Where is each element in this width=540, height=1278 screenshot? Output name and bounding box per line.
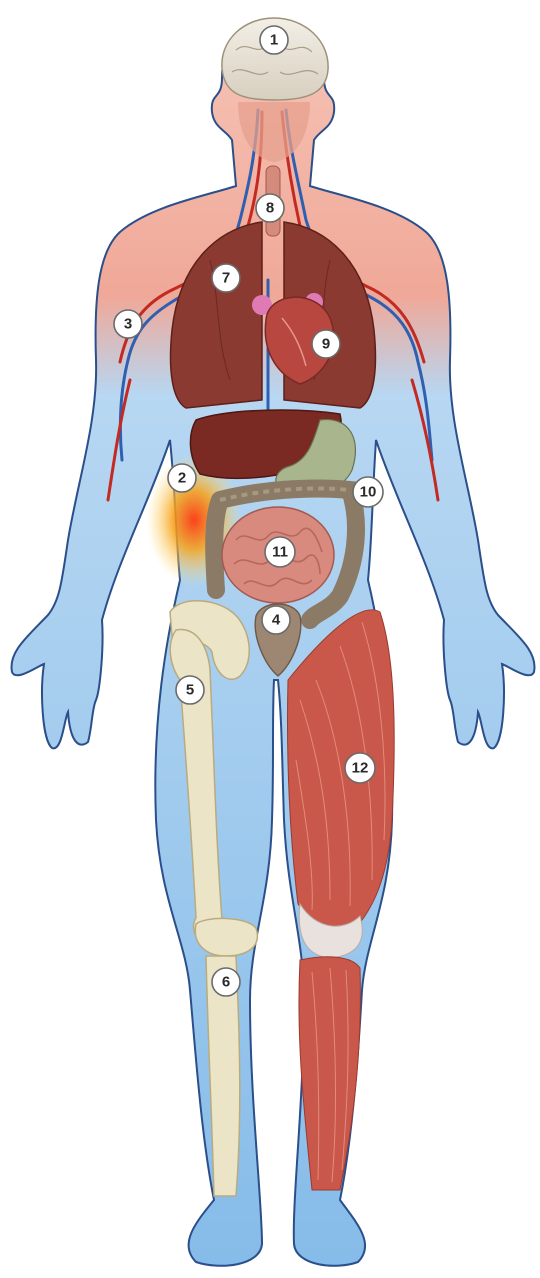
callout-3: 3 [114, 310, 142, 338]
callout-1: 1 [260, 26, 288, 54]
callout-2: 2 [168, 464, 196, 492]
callout-label: 3 [124, 316, 132, 333]
callout-6: 6 [212, 968, 240, 996]
callout-4: 4 [262, 606, 290, 634]
callout-label: 9 [322, 336, 330, 353]
callout-label: 5 [186, 682, 194, 699]
callout-11: 11 [265, 537, 295, 567]
callout-label: 10 [360, 484, 377, 501]
callout-label: 6 [222, 974, 230, 991]
callout-9: 9 [312, 330, 340, 358]
callout-label: 1 [270, 32, 278, 49]
callout-10: 10 [353, 477, 383, 507]
callout-label: 8 [266, 200, 274, 217]
callout-8: 8 [256, 194, 284, 222]
callout-label: 11 [272, 544, 288, 561]
callout-12: 12 [345, 753, 375, 783]
callout-label: 4 [272, 612, 281, 629]
callout-7: 7 [212, 264, 240, 292]
callout-5: 5 [176, 676, 204, 704]
callout-label: 12 [352, 760, 369, 777]
callout-label: 2 [178, 470, 186, 487]
callout-label: 7 [222, 270, 230, 287]
